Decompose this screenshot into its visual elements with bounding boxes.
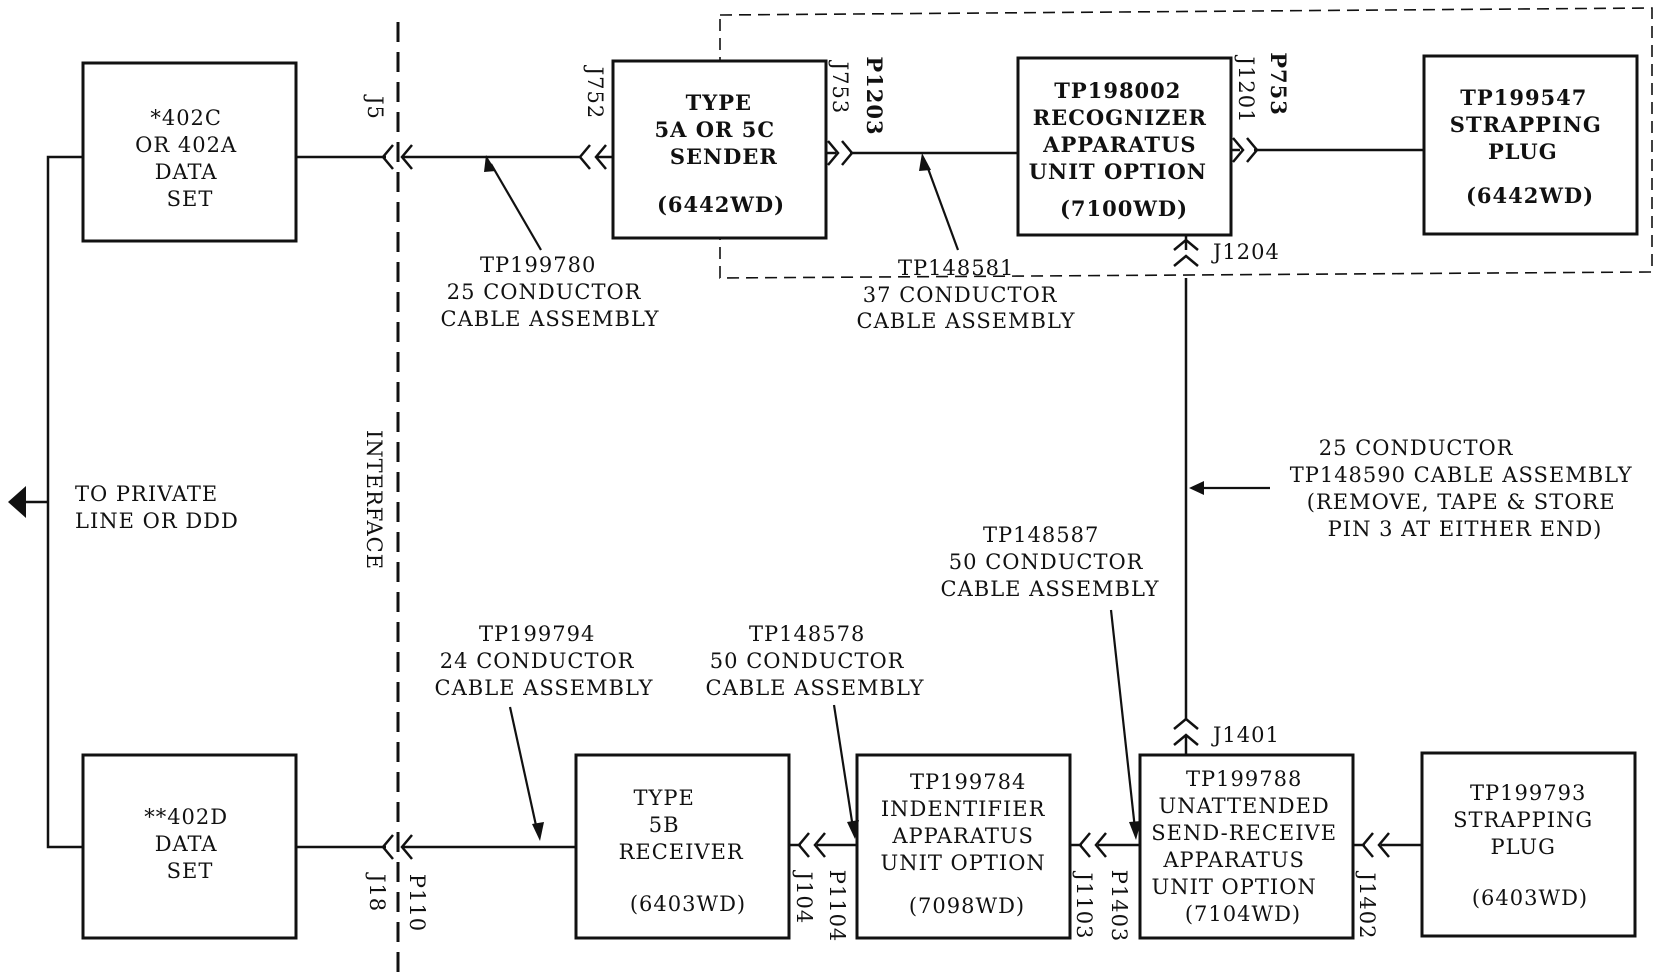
identifier-box	[855, 753, 1072, 940]
connector-j18	[381, 834, 413, 860]
connector-j1401	[1173, 717, 1199, 746]
label-p753: P753	[1266, 52, 1291, 116]
cable-tp199794-label: TP199794 24 CONDUCTOR CABLE ASSEMBLY	[435, 622, 654, 700]
cable-tp199780-pointer	[490, 163, 542, 251]
label-j1103: J1103	[1072, 871, 1096, 940]
label-p1403: P1403	[1107, 870, 1131, 943]
strapping-plug-top-label: TP199547 STRAPPING PLUG (6442WD)	[1450, 85, 1610, 208]
cable-tp199794-pointer	[508, 706, 539, 831]
connector-j1204	[1173, 238, 1199, 267]
connector-j104	[797, 832, 826, 858]
strapping-plug-top-box	[1422, 54, 1639, 236]
connector-j1402	[1361, 832, 1390, 858]
connector-j1201	[1232, 137, 1259, 163]
identifier-label: TP199784 INDENTIFIER APPARATUS UNIT OPTI…	[881, 770, 1054, 918]
connector-j5	[381, 144, 413, 170]
label-j5: J5	[363, 94, 387, 120]
strapping-plug-bottom-box	[1420, 751, 1637, 938]
label-j1204: J1204	[1211, 240, 1280, 264]
sender-box	[611, 59, 828, 240]
private-line-arrow	[8, 486, 26, 518]
cable-tp148578-pointer	[832, 704, 855, 829]
cable-tp199780-arrowhead	[484, 155, 496, 172]
label-p1203: P1203	[862, 56, 887, 135]
label-j1201: J1201	[1234, 55, 1258, 124]
label-p1104: P1104	[825, 870, 849, 943]
label-j18: J18	[365, 872, 389, 912]
data-set-402d-label: **402D DATA SET	[144, 805, 236, 883]
receiver-box	[574, 753, 791, 940]
cable-tp148587-arrowhead	[1129, 821, 1141, 840]
data-set-402c-box	[81, 61, 298, 243]
cable-tp148587-pointer	[1109, 609, 1137, 830]
cable-tp148590-label: 25 CONDUCTOR TP148590 CABLE ASSEMBLY (RE…	[1290, 436, 1641, 541]
cable-tp199780-label: TP199780 25 CONDUCTOR CABLE ASSEMBLY	[441, 253, 660, 331]
receiver-label: TYPE 5B RECEIVER (6403WD)	[619, 786, 752, 916]
connector-j753	[827, 140, 854, 166]
data-set-402c-label: *402C OR 402A DATA SET	[135, 106, 245, 211]
cable-tp199794-arrowhead	[532, 822, 544, 841]
interface-label: INTERFACE	[362, 430, 386, 570]
cable-tp148587-label: TP148587 50 CONDUCTOR CABLE ASSEMBLY	[941, 523, 1160, 601]
cable-tp148581-label: TP148581 37 CONDUCTOR CABLE ASSEMBLY	[857, 256, 1076, 333]
cable-tp148581-arrowhead	[919, 153, 931, 171]
connector-j1103	[1078, 832, 1107, 858]
unattended-label: TP199788 UNATTENDED SEND-RECEIVE APPARAT…	[1151, 767, 1344, 926]
data-set-402d-box	[81, 753, 298, 940]
connector-j752	[578, 144, 607, 170]
label-j1402: J1402	[1355, 871, 1379, 940]
strapping-plug-bottom-label: TP199793 STRAPPING PLUG (6403WD)	[1453, 781, 1601, 910]
cable-tp148590-arrowhead	[1189, 481, 1204, 495]
label-j753: J753	[828, 60, 852, 115]
label-p110: P110	[405, 874, 429, 932]
cable-tp148578-arrowhead	[847, 820, 859, 839]
label-j104: J104	[792, 870, 816, 925]
recognizer-box	[1016, 56, 1233, 237]
sender-label: TYPE 5A OR 5C SENDER (6442WD)	[655, 90, 787, 217]
unattended-box	[1138, 753, 1355, 940]
label-j752: J752	[583, 65, 607, 120]
cable-tp148578-label: TP148578 50 CONDUCTOR CABLE ASSEMBLY	[706, 622, 925, 700]
recognizer-label: TP198002 RECOGNIZER APPARATUS UNIT OPTIO…	[1029, 78, 1216, 221]
private-line-label: TO PRIVATE LINE OR DDD	[75, 482, 239, 533]
label-j1401: J1401	[1211, 723, 1280, 747]
cable-tp148581-pointer	[924, 162, 960, 251]
